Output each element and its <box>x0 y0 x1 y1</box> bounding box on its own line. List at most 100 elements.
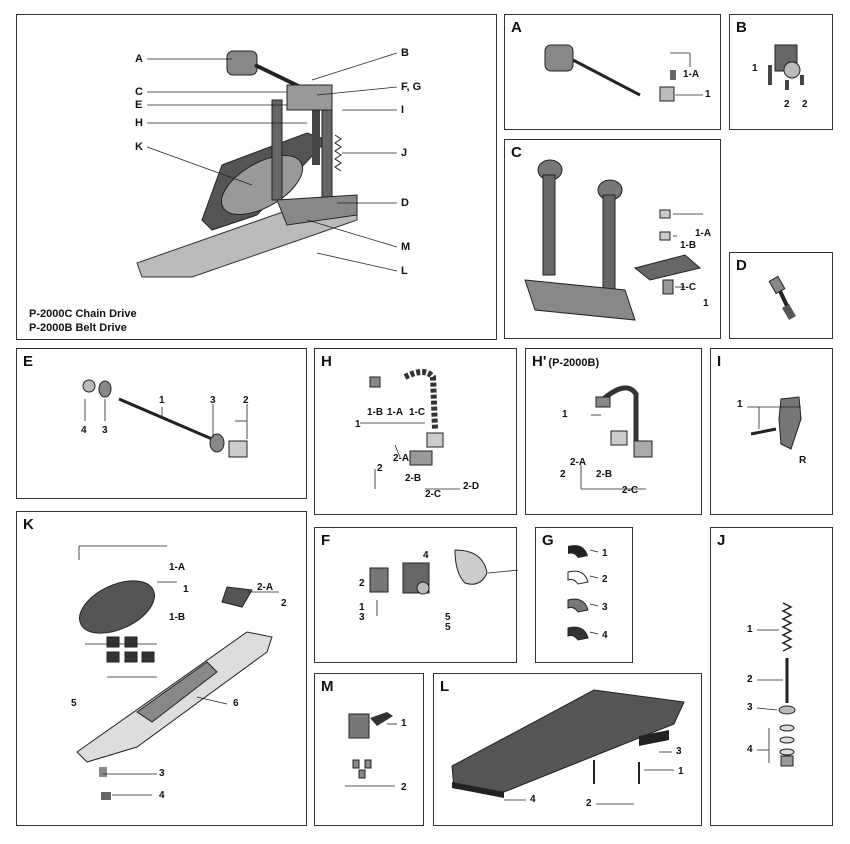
callout-E: E <box>135 99 143 111</box>
callout-L: L <box>401 265 408 277</box>
overview-panel: A B C E H K F, G I J D M L P-2000C Chain… <box>16 14 497 340</box>
label-1: 1 <box>562 409 568 420</box>
label-3: 3 <box>210 395 216 406</box>
label-R: R <box>799 455 807 466</box>
label-2b: 2 <box>802 99 808 110</box>
label-4: 4 <box>747 744 753 755</box>
panel-K: K 1-A 1 1-B 2-A 2 5 6 3 4 <box>16 511 307 826</box>
label-2: 2 <box>359 578 365 589</box>
label-2-D: 2-D <box>463 481 480 492</box>
label-2-B: 2-B <box>405 473 422 484</box>
panel-title: D <box>736 257 747 274</box>
label-4: 4 <box>530 794 536 805</box>
label-3: 3 <box>359 612 365 623</box>
label-1: 1 <box>602 548 608 559</box>
panel-title: H <box>321 353 332 370</box>
chain-drawing <box>360 369 460 490</box>
label-1-A: 1-A <box>169 562 186 573</box>
label-1: 1 <box>359 602 365 613</box>
spring-drawing <box>756 602 796 767</box>
cam-drawing <box>747 396 802 450</box>
panel-title: F <box>321 532 331 549</box>
panel-title: B <box>736 19 747 36</box>
label-2: 2 <box>747 674 753 685</box>
callout-K: K <box>135 141 143 153</box>
label-2-B: 2-B <box>596 469 613 480</box>
panel-title: C <box>511 144 522 161</box>
label-2-C: 2-C <box>425 489 442 500</box>
panel-G: G 1 2 3 4 <box>535 527 633 663</box>
model-name-chain: P-2000C Chain Drive <box>29 308 137 320</box>
label-6: 6 <box>233 698 239 709</box>
panel-A: A 1-A 1 <box>504 14 721 130</box>
label-1-A: 1-A <box>387 407 404 418</box>
panel-title: K <box>23 516 34 533</box>
cam-variants-drawing <box>567 545 599 641</box>
label-2: 2 <box>401 782 407 793</box>
label-1-C: 1-C <box>680 282 697 293</box>
panel-title-letter: H' <box>532 353 547 370</box>
panel-title: M <box>321 678 334 695</box>
label-3: 3 <box>747 702 753 713</box>
panel-title: L <box>440 678 450 695</box>
panel-D: D <box>729 252 833 339</box>
callout-D: D <box>401 197 409 209</box>
label-1: 1 <box>678 766 684 777</box>
panel-title: G <box>542 532 554 549</box>
label-5a: 5 <box>445 612 451 623</box>
label-2a: 2 <box>784 99 790 110</box>
label-2-A: 2-A <box>393 453 410 464</box>
label-2-C: 2-C <box>622 485 639 496</box>
spur-drawing <box>345 712 397 787</box>
label-3: 3 <box>676 746 682 757</box>
label-1: 1 <box>705 89 711 100</box>
label-3: 3 <box>159 768 165 779</box>
callout-H: H <box>135 117 143 129</box>
label-3: 3 <box>602 602 608 613</box>
label-1: 1 <box>355 419 361 430</box>
panel-J: J 1 2 3 4 <box>710 527 833 826</box>
frame-drawing <box>524 159 703 321</box>
model-name-belt: P-2000B Belt Drive <box>29 322 127 334</box>
panel-L: L 3 1 2 4 <box>433 673 702 826</box>
label-4: 4 <box>81 425 87 436</box>
label-1: 1 <box>737 399 743 410</box>
panel-E: E 1 3 2 4 3 <box>16 348 307 499</box>
callout-C: C <box>135 86 143 98</box>
callout-B: B <box>401 47 409 59</box>
callout-J: J <box>401 147 408 159</box>
label-2: 2 <box>243 395 249 406</box>
callout-FG: F, G <box>401 81 422 93</box>
panel-title: I <box>717 353 722 370</box>
beater-drawing <box>544 44 703 102</box>
baseplate-drawing <box>451 689 685 805</box>
panel-subtitle: (P-2000B) <box>548 357 600 369</box>
label-2: 2 <box>586 798 592 809</box>
label-5: 5 <box>71 698 77 709</box>
label-2: 2 <box>281 598 287 609</box>
callout-I: I <box>401 104 405 116</box>
label-4: 4 <box>602 630 608 641</box>
panel-I: I 1 R <box>710 348 833 515</box>
panel-title: H'(P-2000B) <box>532 353 599 370</box>
label-5b: 5 <box>445 622 451 633</box>
label-2: 2 <box>602 574 608 585</box>
panel-title: J <box>717 532 726 549</box>
panel-title: E <box>23 353 34 370</box>
label-1: 1 <box>752 63 758 74</box>
label-1-B: 1-B <box>367 407 384 418</box>
panel-C: C 1-A 1-B 1-C 1 <box>504 139 721 339</box>
pedal-assembly-drawing <box>136 50 398 278</box>
footboard-drawing <box>76 545 279 800</box>
label-1-A: 1-A <box>695 228 712 239</box>
label-2: 2 <box>377 463 383 474</box>
label-1: 1 <box>703 298 709 309</box>
label-1: 1 <box>183 584 189 595</box>
callout-M: M <box>401 241 411 253</box>
swivel-drawing <box>768 44 804 90</box>
callout-A: A <box>135 53 143 65</box>
panel-H: H 1-B 1-A 1-C 1 2-A 2 2-B 2-C 2-D <box>314 348 517 515</box>
label-4: 4 <box>159 790 165 801</box>
label-1-B: 1-B <box>680 240 697 251</box>
label-2-A: 2-A <box>570 457 587 468</box>
